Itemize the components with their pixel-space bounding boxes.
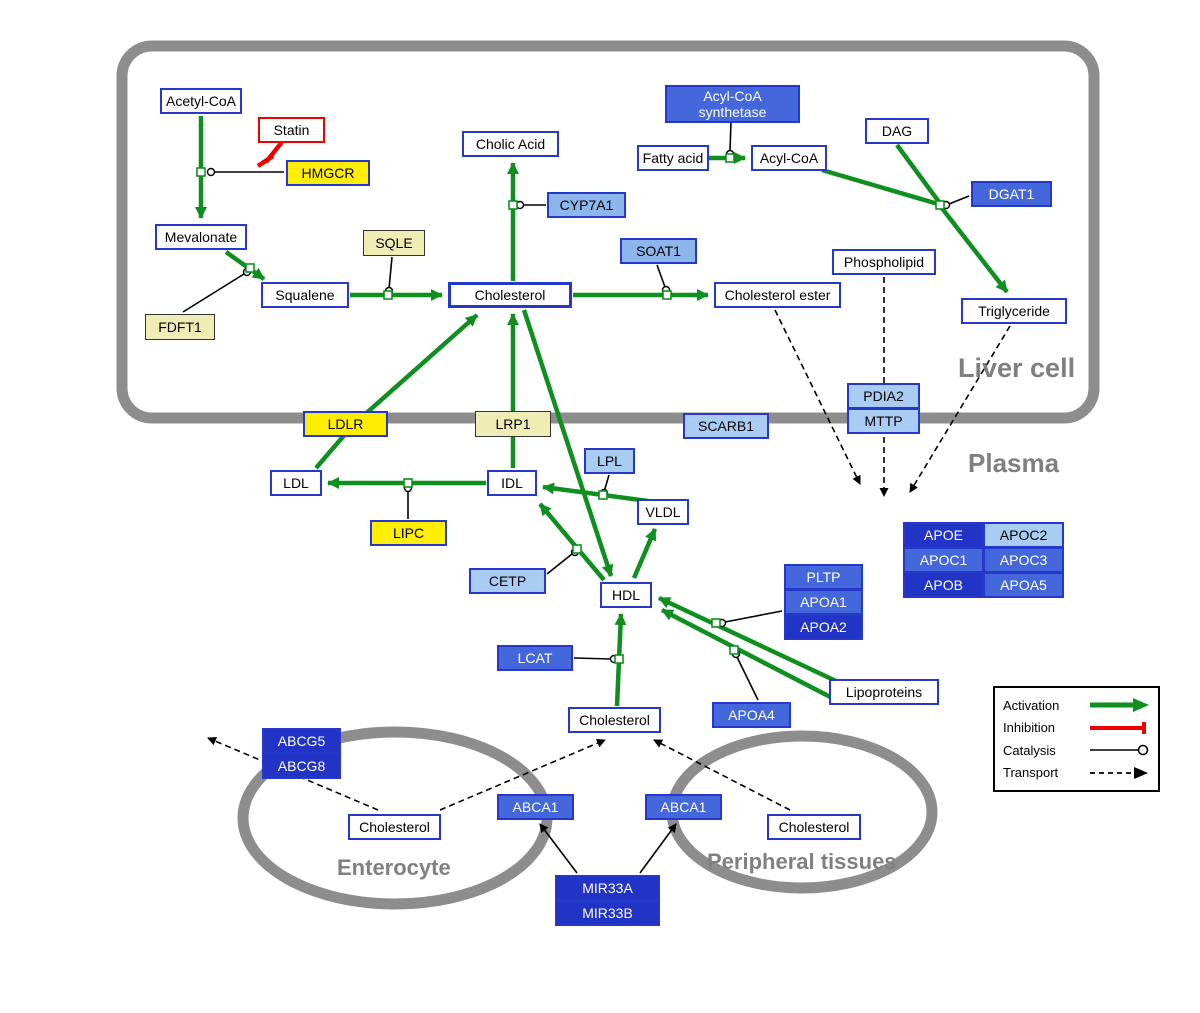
node-scarb1[interactable]: SCARB1 <box>683 413 769 439</box>
node-idl[interactable]: IDL <box>487 470 537 496</box>
legend-transport-label: Transport <box>1003 765 1059 781</box>
legend-row-catalysis: Catalysis <box>1003 739 1150 761</box>
reaction-nodes <box>196 153 945 664</box>
node-cholic-acid[interactable]: Cholic Acid <box>462 131 559 157</box>
node-apob[interactable]: APOB <box>903 572 984 598</box>
node-sqle[interactable]: SQLE <box>363 230 425 256</box>
activation-arrow-icon <box>1090 698 1149 712</box>
node-vldl[interactable]: VLDL <box>637 499 689 525</box>
node-ldl[interactable]: LDL <box>270 470 322 496</box>
node-hdl[interactable]: HDL <box>600 582 652 608</box>
node-lrp1[interactable]: LRP1 <box>475 411 551 437</box>
node-abcg8[interactable]: ABCG8 <box>262 753 341 779</box>
node-mevalonate[interactable]: Mevalonate <box>155 224 247 250</box>
node-apoc1[interactable]: APOC1 <box>903 547 984 573</box>
legend-row-inhibition: Inhibition <box>1003 717 1150 739</box>
node-cyp7a1[interactable]: CYP7A1 <box>547 192 626 218</box>
legend: Activation Inhibition Catalysis Transpor… <box>993 686 1160 792</box>
node-mir33a[interactable]: MIR33A <box>555 875 660 901</box>
node-acyl-coa-synthetase[interactable]: Acyl-CoA synthetase <box>665 85 800 123</box>
node-abcg5[interactable]: ABCG5 <box>262 728 341 754</box>
node-lipc[interactable]: LIPC <box>370 520 447 546</box>
node-cholesterol-enterocyte[interactable]: Cholesterol <box>348 814 441 840</box>
node-mir33b[interactable]: MIR33B <box>555 900 660 926</box>
node-apoa4[interactable]: APOA4 <box>712 702 791 728</box>
node-fatty-acid[interactable]: Fatty acid <box>637 145 709 171</box>
node-fdft1[interactable]: FDFT1 <box>145 314 215 340</box>
plasma-label: Plasma <box>968 448 1060 478</box>
legend-activation-label: Activation <box>1003 697 1060 713</box>
node-triglyceride[interactable]: Triglyceride <box>961 298 1067 324</box>
transport-dashed-arrow-icon <box>1090 766 1148 779</box>
node-ldlr[interactable]: LDLR <box>303 411 388 437</box>
inhibition-edge <box>256 140 284 168</box>
node-cetp[interactable]: CETP <box>469 568 546 594</box>
node-pltp[interactable]: PLTP <box>784 564 863 590</box>
node-mttp[interactable]: MTTP <box>847 408 920 434</box>
liver-cell-label: Liver cell <box>958 353 1076 383</box>
node-apoc3[interactable]: APOC3 <box>983 547 1064 573</box>
node-apoa5[interactable]: APOA5 <box>983 572 1064 598</box>
node-phospholipid[interactable]: Phospholipid <box>832 249 936 275</box>
node-hmgcr[interactable]: HMGCR <box>286 160 370 186</box>
legend-inhibition-label: Inhibition <box>1003 720 1056 736</box>
legend-row-transport: Transport <box>1003 762 1150 784</box>
node-apoa1[interactable]: APOA1 <box>784 589 863 615</box>
node-apoa2[interactable]: APOA2 <box>784 614 863 640</box>
node-lipoproteins[interactable]: Lipoproteins <box>829 679 939 705</box>
catalysis-circle-icon <box>1090 745 1149 756</box>
node-abca1-peripheral[interactable]: ABCA1 <box>645 794 722 820</box>
node-squalene[interactable]: Squalene <box>261 282 349 308</box>
legend-catalysis-label: Catalysis <box>1003 742 1056 758</box>
inhibition-tbar-icon <box>1090 721 1146 734</box>
catalysis-edges <box>182 121 970 874</box>
legend-row-activation: Activation <box>1003 694 1150 716</box>
node-apoc2[interactable]: APOC2 <box>983 522 1064 548</box>
node-lcat[interactable]: LCAT <box>497 645 573 671</box>
peripheral-tissues-label: Peripheral tissues <box>707 849 897 874</box>
node-abca1-enterocyte[interactable]: ABCA1 <box>497 794 574 820</box>
enterocyte-label: Enterocyte <box>337 855 451 880</box>
node-apoe[interactable]: APOE <box>903 522 984 548</box>
node-acyl-coa[interactable]: Acyl-CoA <box>751 145 827 171</box>
node-acetyl-coa[interactable]: Acetyl-CoA <box>160 88 242 114</box>
node-cholesterol-plasma[interactable]: Cholesterol <box>568 707 661 733</box>
node-soat1[interactable]: SOAT1 <box>620 238 697 264</box>
node-cholesterol-ester[interactable]: Cholesterol ester <box>714 282 841 308</box>
node-dag[interactable]: DAG <box>865 118 929 144</box>
liver-cell-outline <box>116 40 1100 424</box>
node-cholesterol-liver[interactable]: Cholesterol <box>448 282 572 308</box>
node-dgat1[interactable]: DGAT1 <box>971 181 1052 207</box>
node-lpl[interactable]: LPL <box>584 448 635 474</box>
node-pdia2[interactable]: PDIA2 <box>847 383 920 409</box>
node-statin[interactable]: Statin <box>258 117 325 143</box>
node-cholesterol-peripheral[interactable]: Cholesterol <box>767 814 861 840</box>
